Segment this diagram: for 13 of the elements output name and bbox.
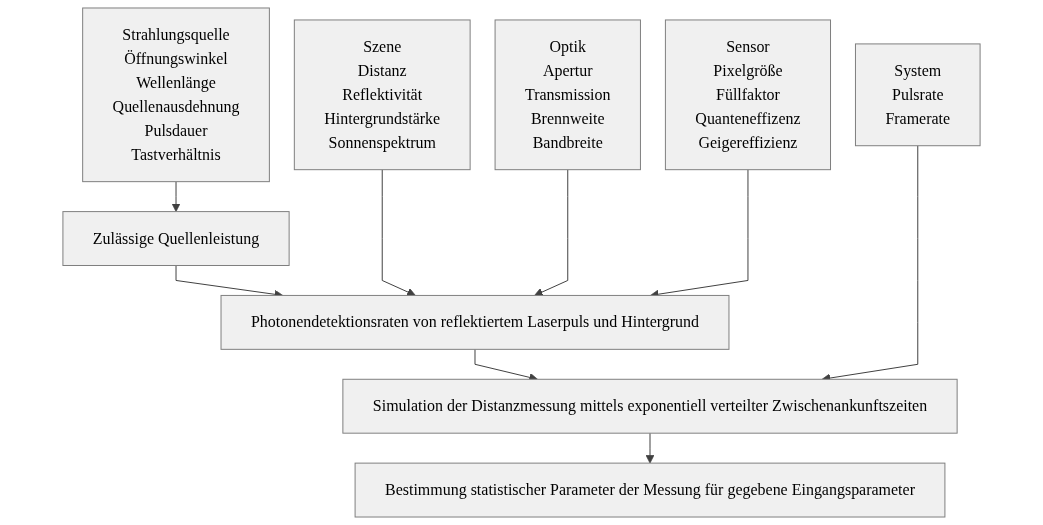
node-box: Photonendetektionsraten von reflektiertem Laserpuls und Hintergrund bbox=[220, 294, 730, 350]
node-box: Simulation der Distanzmessung mittels exponentiell verteilter Zwischenankunftszeiten bbox=[342, 378, 958, 434]
node-box: Szene Distanz Reflektivität Hintergrundstärke Sonnenspektrum bbox=[293, 19, 471, 171]
node-box: Strahlungsquelle Öffnungswinkel Wellenlänge Quellenausdehnung Pulsdauer Tastverhältnis bbox=[82, 7, 270, 183]
node-box: Zulässige Quellenleistung bbox=[62, 211, 290, 266]
arrow bbox=[645, 432, 655, 464]
node-box: Optik Apertur Transmission Brennweite Bandbreite bbox=[494, 19, 641, 171]
arrow bbox=[171, 181, 181, 212]
node-box: Sensor Pixelgröße Füllfaktor Quanteneffizenz Geigereffizienz bbox=[664, 19, 831, 171]
arrow bbox=[381, 169, 416, 297]
node-box: System Pulsrate Framerate bbox=[854, 43, 981, 147]
node-box: Bestimmung statistischer Parameter der Messung für gegebene Eingangsparameter bbox=[354, 462, 946, 518]
arrow bbox=[534, 169, 569, 297]
